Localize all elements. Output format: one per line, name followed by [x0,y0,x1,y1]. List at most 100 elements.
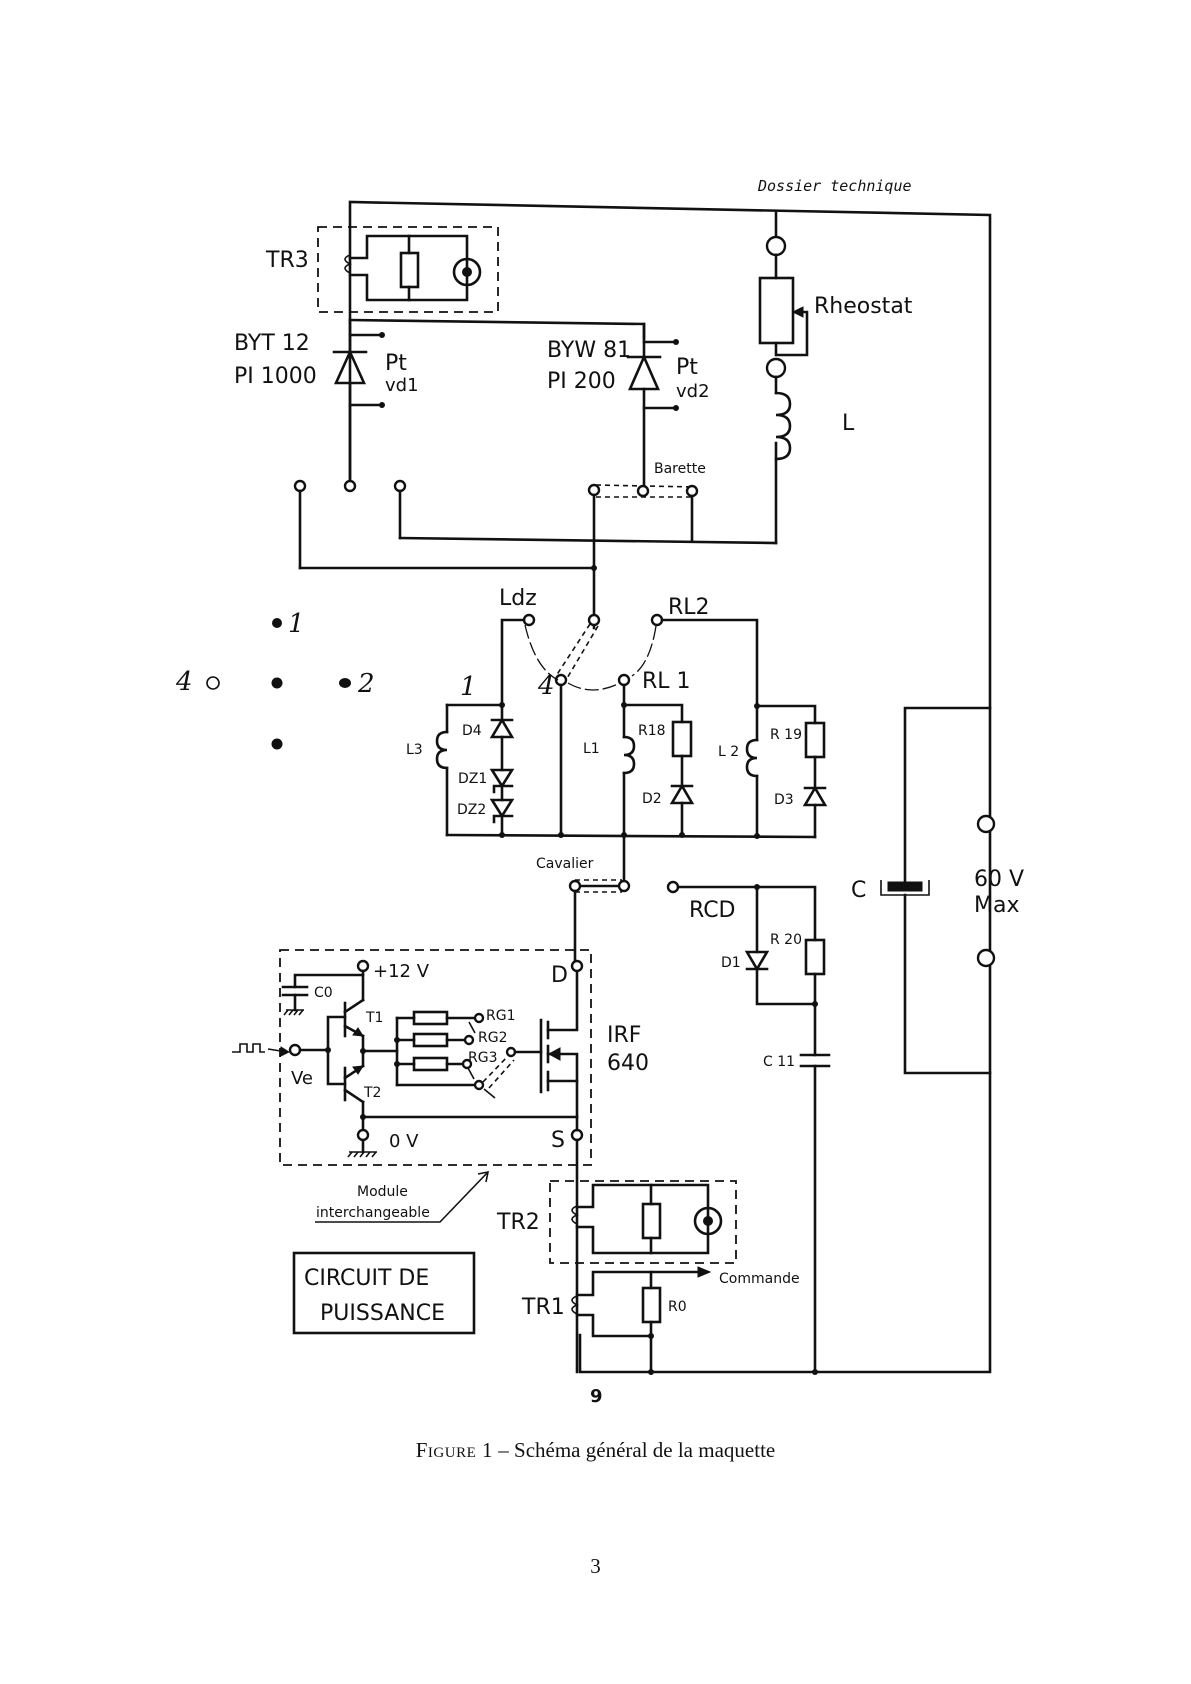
terminal-rl2[interactable] [650,613,664,627]
terminal-common[interactable] [587,613,601,627]
label-tr3: TR3 [265,248,309,273]
label-l1: L1 [583,741,600,757]
cavalier-jumper[interactable] [568,879,631,967]
label-ve: Ve [291,1068,313,1089]
label-byw81: BYW 81 [547,338,631,363]
svg-text:2: 2 [357,669,375,699]
label-rg1: RG1 [486,1008,515,1024]
label-dz1: DZ1 [458,771,487,787]
barette-jumper[interactable] [587,483,699,630]
ldz-branch [435,618,526,837]
label-module: Module [357,1184,408,1200]
rl1-branch [622,683,695,890]
title-line-1: CIRCUIT DE [304,1266,429,1291]
label-r19: R 19 [770,727,802,743]
header-dossier-technique: Dossier technique [757,177,912,195]
label-cavalier: Cavalier [536,856,594,872]
label-supply-max: Max [974,893,1019,918]
label-tr1: TR1 [521,1295,565,1320]
terminal-ldz[interactable] [522,613,536,627]
top-rail [348,200,992,1374]
label-d3: D3 [774,792,794,808]
figure-caption-separator: – [493,1438,515,1462]
terminal-rg2[interactable] [463,1034,475,1046]
module-callout [315,1170,490,1223]
terminal-left[interactable] [293,479,307,493]
label-pi200: PI 200 [547,369,616,394]
supply-terminals [976,814,996,968]
label-rl2: RL2 [668,595,710,620]
terminal-mid[interactable] [393,479,407,493]
interchangeable-module [279,949,592,1166]
label-plus12v: +12 V [373,961,430,982]
label-pi1000: PI 1000 [234,364,317,389]
label-d2: D2 [642,791,662,807]
label-r20: R 20 [770,932,802,948]
label-c: C [851,878,866,903]
figure-caption-text: Schéma général de la maquette [514,1438,776,1462]
terminal-rg3[interactable] [461,1058,473,1070]
terminal-rl1[interactable] [617,673,631,687]
terminal-source[interactable] [570,1128,584,1142]
label-interchangeable: interchangeable [316,1205,430,1221]
label-c11: C 11 [763,1054,795,1070]
title-line-2: PUISSANCE [320,1301,445,1326]
supply-terminal-minus[interactable] [976,948,996,968]
tr2-current-transformer [549,1138,737,1374]
label-tr2: TR2 [496,1210,540,1235]
label-commande: Commande [719,1271,800,1287]
rcd-snubber [666,880,831,1374]
terminal-drain[interactable] [570,959,584,973]
label-l: L [842,411,855,436]
junction-dots [499,565,760,839]
label-drain: D [551,963,568,988]
label-r18: R18 [638,723,666,739]
label-irf: IRF [607,1023,641,1048]
svg-text:4: 4 [537,671,555,701]
figure-caption: Figure 1 – Schéma général de la maquette [0,1438,1191,1463]
square-wave-input-icon [232,1043,291,1057]
terminal-rcd[interactable] [666,880,680,894]
label-vd1: vd1 [385,375,419,396]
label-rg2: RG2 [478,1030,507,1046]
label-rl1: RL 1 [642,669,691,694]
label-r0: R0 [668,1299,687,1315]
label-rheostat: Rheostat [814,294,913,319]
label-pt2: Pt [676,355,698,380]
label-640: 640 [607,1051,649,1076]
handwritten-annotations: 1 4 2 1 4 [175,609,555,750]
label-t2: T2 [363,1085,381,1101]
tr3-scope-probe-icon [452,257,482,287]
label-vd2: vd2 [676,381,710,402]
label-l2: L 2 [718,744,739,760]
tr2-scope-probe-icon [693,1206,723,1236]
svg-text:4: 4 [175,667,193,697]
label-byt12: BYT 12 [234,331,310,356]
label-dz2: DZ2 [457,802,486,818]
terminal-rg1[interactable] [473,1012,485,1024]
label-c0: C0 [314,985,333,1001]
inductor-l [765,357,792,545]
tr1-current-transformer [571,1266,818,1375]
svg-text:1: 1 [288,609,305,639]
svg-text:1: 1 [460,672,477,702]
label-pt1: Pt [385,351,407,376]
terminal-rg-direct[interactable] [473,1079,485,1091]
label-barette: Barette [654,461,706,477]
circuit-title-box: CIRCUIT DE PUISSANCE [292,1251,476,1335]
tr3-current-transformer [317,226,499,313]
label-ldz: Ldz [499,586,537,611]
schematic-page-number: 9 [590,1386,603,1407]
selector-terminals [293,479,778,570]
label-0v: 0 V [389,1131,419,1152]
capacitor-c [880,706,992,1075]
label-supply-voltage: 60 V [974,867,1024,892]
terminal-byt12[interactable] [343,479,357,493]
diode-byt12 [332,318,385,485]
label-rcd: RCD [689,898,736,923]
page-number: 3 [590,1554,601,1578]
label-rg3: RG3 [468,1050,497,1066]
supply-terminal-plus[interactable] [976,814,996,834]
